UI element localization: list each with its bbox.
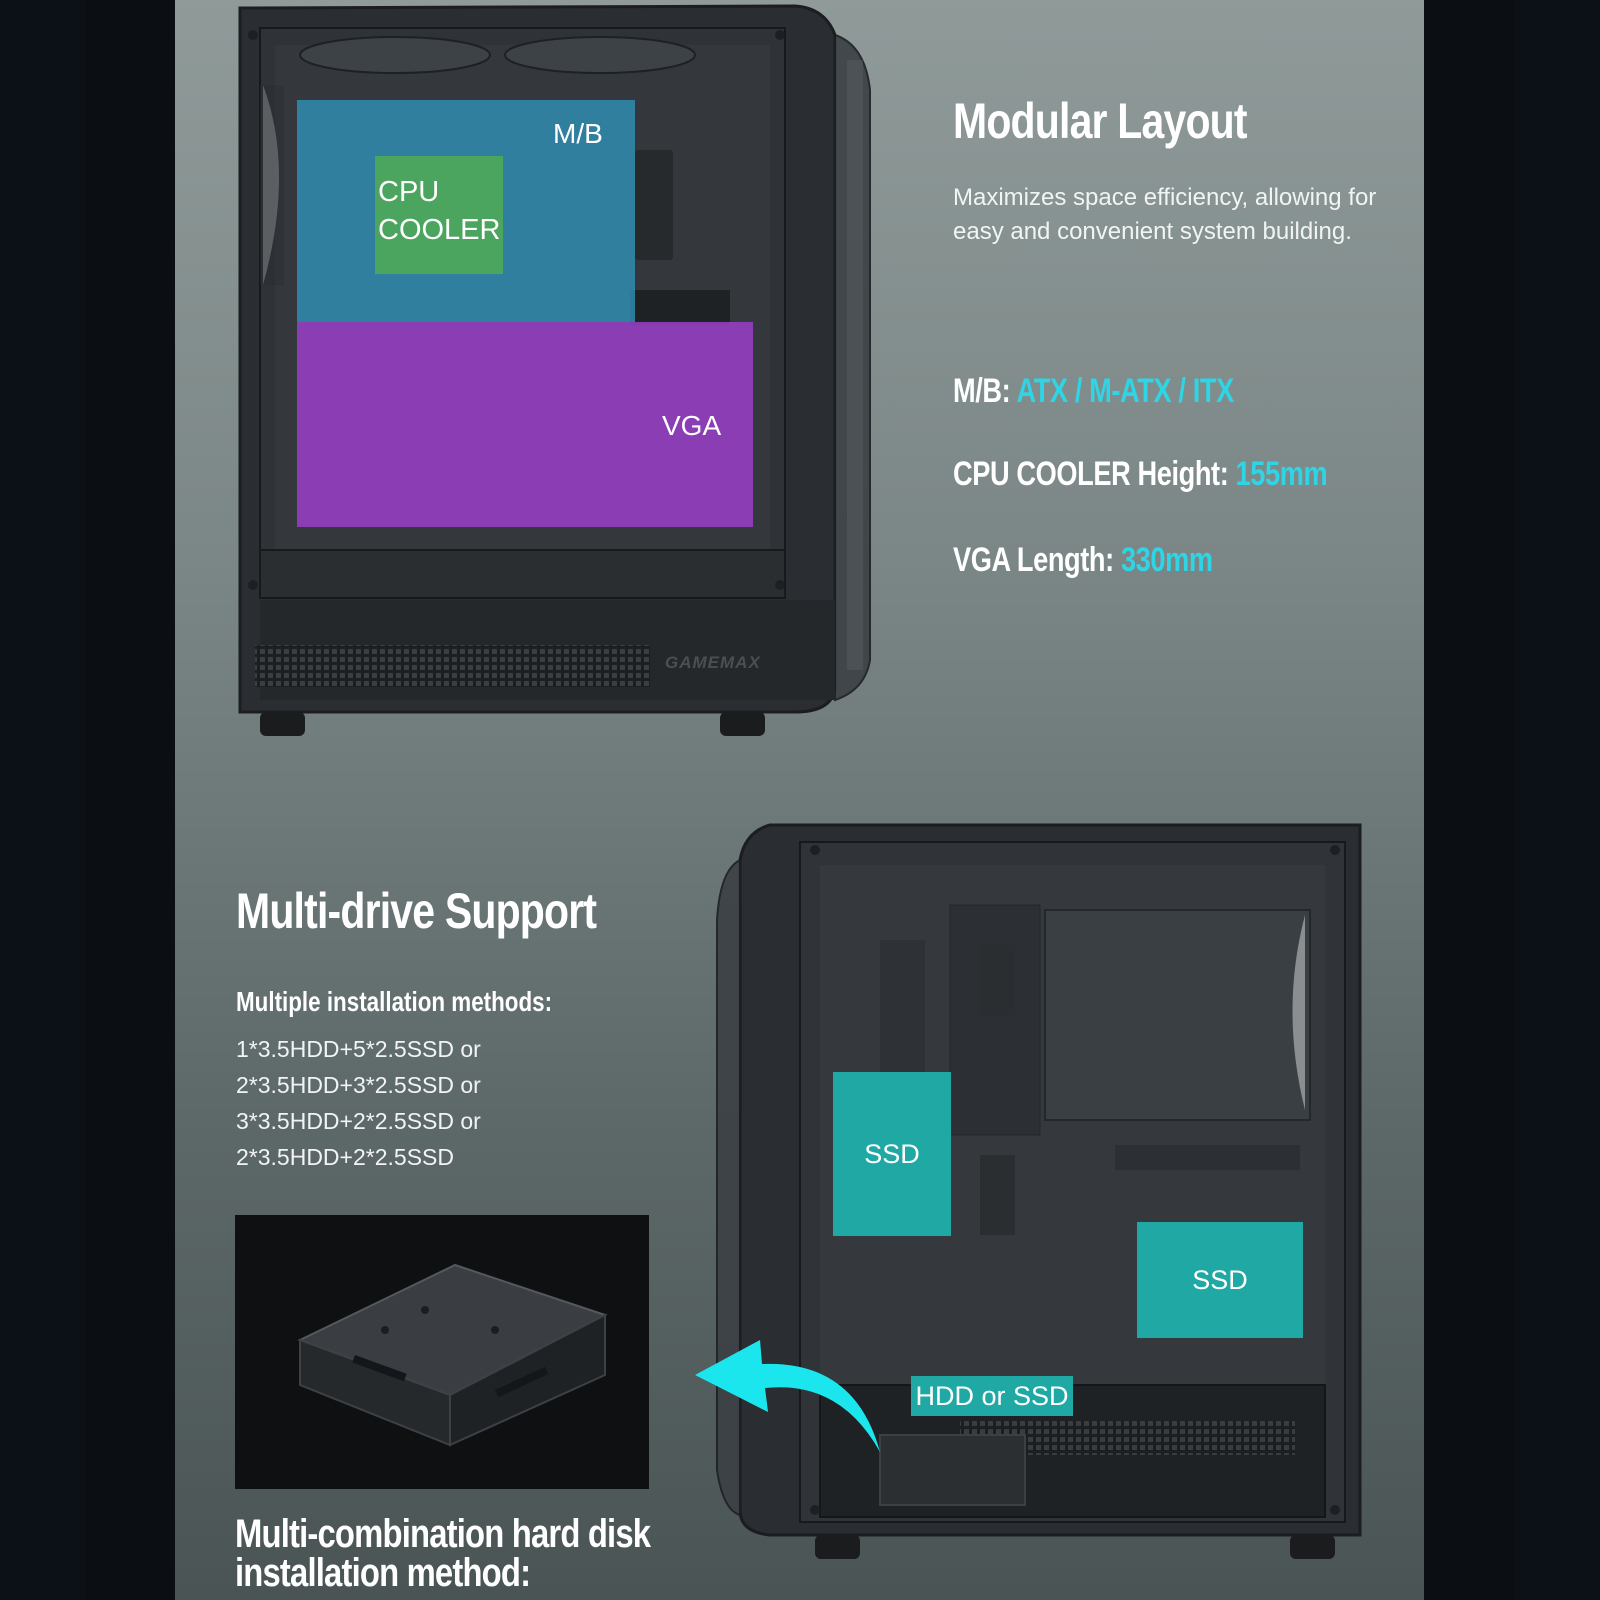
- vga-zone: [297, 322, 753, 527]
- drive-cage-photo: [235, 1215, 649, 1489]
- brand-logo: GAMEMAX: [665, 653, 761, 673]
- right-dark-margin: [1514, 0, 1600, 1600]
- spec-cpu-cooler-label: CPU COOLER Height:: [953, 455, 1236, 493]
- right-dark-bar: [1424, 0, 1514, 1600]
- mb-zone-label: M/B: [553, 118, 603, 149]
- spec-cpu-cooler-value: 155mm: [1235, 455, 1328, 493]
- caption-line-2: installation method:: [235, 1551, 531, 1595]
- cpu-zone-label-2: COOLER: [378, 214, 501, 246]
- curved-arrow-shape: [695, 1340, 880, 1452]
- hdd-ssd-bay: HDD or SSD: [911, 1376, 1073, 1416]
- spec-mb-value: ATX / M-ATX / ITX: [1016, 372, 1234, 410]
- cpu-cooler-zone: [375, 156, 503, 274]
- multi-drive-methods: 1*3.5HDD+5*2.5SSD or 2*3.5HDD+3*2.5SSD o…: [236, 1036, 481, 1170]
- vga-zone-label: VGA: [662, 410, 722, 441]
- ssd-slot-1: SSD: [833, 1072, 951, 1236]
- spec-vga: VGA Length: 330mm: [953, 541, 1213, 580]
- modular-layout-title: Modular Layout: [953, 93, 1248, 149]
- drive-cage-drawing: [297, 1263, 608, 1447]
- ssd-slot-2: SSD: [1137, 1222, 1303, 1338]
- ssd-slot-2-label: SSD: [1192, 1264, 1248, 1295]
- spec-mb: M/B: ATX / M-ATX / ITX: [953, 372, 1234, 411]
- spec-vga-value: 330mm: [1120, 541, 1213, 579]
- curved-arrow-icon: [690, 1340, 890, 1460]
- multi-drive-title: Multi-drive Support: [236, 883, 597, 939]
- brand-logo-text: GAMEMAX: [665, 653, 761, 672]
- ssd-slot-1-label: SSD: [864, 1138, 920, 1169]
- modular-layout-description: Maximizes space efficiency, allowing for…: [953, 184, 1377, 245]
- cpu-zone-label-1: CPU: [378, 176, 440, 208]
- spec-vga-label: VGA Length:: [953, 541, 1121, 579]
- spec-mb-label: M/B:: [953, 372, 1017, 410]
- hdd-ssd-bay-label: HDD or SSD: [915, 1380, 1069, 1411]
- spec-cpu-cooler: CPU COOLER Height: 155mm: [953, 455, 1328, 494]
- caption-line-1: Multi-combination hard disk: [235, 1512, 651, 1556]
- left-dark-bar: [85, 0, 175, 1600]
- left-dark-margin: [0, 0, 85, 1600]
- multi-drive-subtitle: Multiple installation methods:: [236, 986, 553, 1017]
